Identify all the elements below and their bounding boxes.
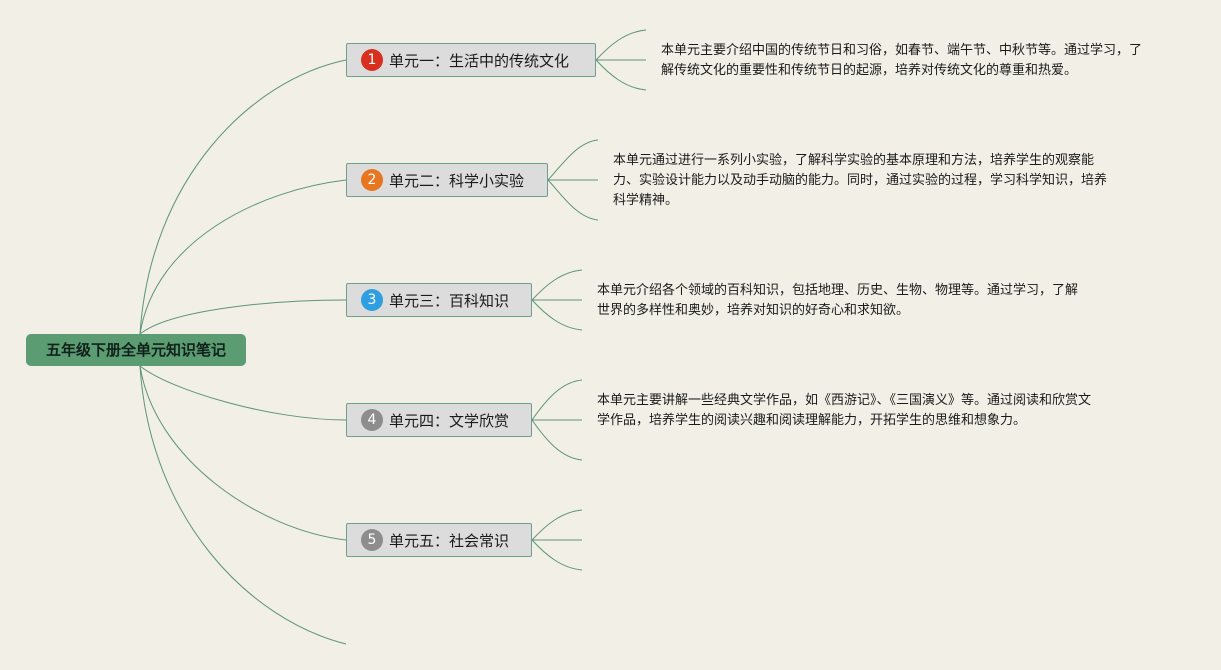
unit-3-fan-lines [531, 269, 583, 331]
unit-2-description: 本单元通过进行一系列小实验，了解科学实验的基本原理和方法，培养学生的观察能力、实… [613, 153, 1108, 208]
unit-2-title: 单元二：科学小实验 [389, 171, 525, 190]
unit-5-title: 单元五：社会常识 [389, 531, 510, 550]
number-4-icon: 4 [361, 409, 383, 431]
unit-3-description: 本单元介绍各个领域的百科知识，包括地理、历史、生物、物理等。通过学习，了解世界的… [597, 283, 1079, 318]
root-topic[interactable]: 五年级下册全单元知识笔记 [26, 334, 246, 366]
number-5-icon: 5 [361, 529, 383, 551]
root-to-unit-3-line [139, 299, 347, 335]
unit-1-fan-lines [595, 29, 647, 91]
unit-4-description: 本单元主要讲解一些经典文学作品，如《西游记》、《三国演义》等。通过阅读和欣赏文学… [597, 393, 1092, 428]
root-to-unit-2-line [139, 179, 347, 335]
root-to-empty-branch-line [139, 365, 347, 645]
root-to-unit-5-line [139, 365, 347, 541]
unit-1-description: 本单元主要介绍中国的传统节日和习俗，如春节、端午节、中秋节等。通过学习，了解传统… [661, 43, 1143, 78]
unit-1-node[interactable]: 1 单元一：生活中的传统文化 [346, 43, 596, 77]
number-2-icon: 2 [361, 169, 383, 191]
unit-5-fan-lines [531, 509, 583, 571]
number-1-icon: 1 [361, 49, 383, 71]
unit-4-node[interactable]: 4 单元四：文学欣赏 [346, 403, 532, 437]
number-3-icon: 3 [361, 289, 383, 311]
root-to-unit-4-line [139, 365, 347, 421]
unit-4-fan-lines [531, 379, 583, 461]
unit-2-node[interactable]: 2 单元二：科学小实验 [346, 163, 548, 197]
unit-3-node[interactable]: 3 单元三：百科知识 [346, 283, 532, 317]
unit-1-title: 单元一：生活中的传统文化 [389, 51, 570, 70]
unit-4-title: 单元四：文学欣赏 [389, 411, 510, 430]
root-to-unit-1-line [139, 59, 347, 335]
unit-5-node[interactable]: 5 单元五：社会常识 [346, 523, 532, 557]
unit-3-title: 单元三：百科知识 [389, 291, 510, 310]
unit-2-fan-lines [547, 139, 599, 221]
